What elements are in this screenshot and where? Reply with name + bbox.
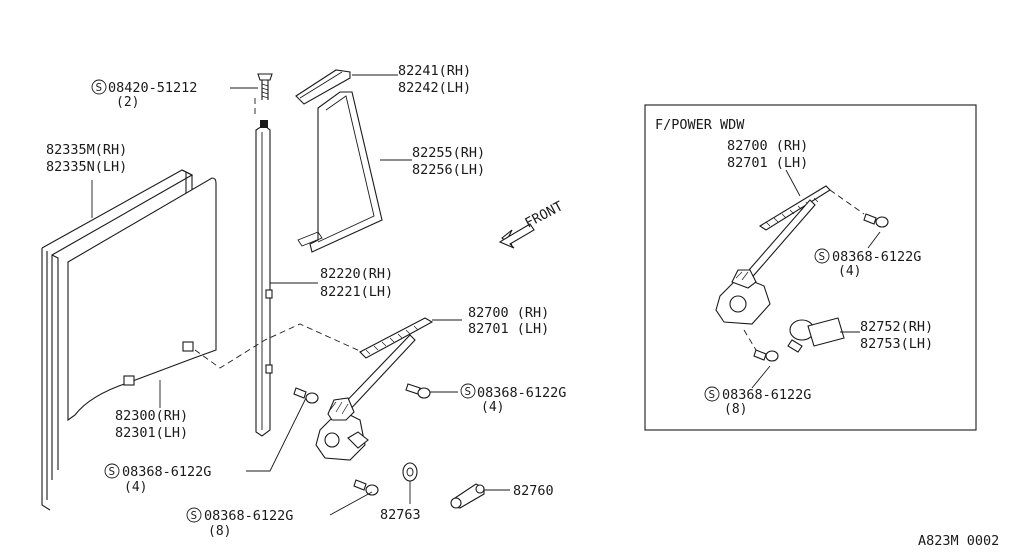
part-lh: 82335N(LH) xyxy=(46,159,127,175)
bolt-regulator-right xyxy=(405,383,431,399)
front-label: FRONT xyxy=(522,198,565,231)
callout-channel: 82220(RH) 82221(LH) xyxy=(320,266,393,300)
callout-bolt-top: S 08420-51212 (2) xyxy=(91,79,197,110)
part-lh: 82753(LH) xyxy=(860,336,933,352)
part-rh: 82255(RH) xyxy=(412,145,485,161)
callout-washer: 82763 xyxy=(380,507,421,523)
inset-title: F/POWER WDW xyxy=(655,117,745,133)
part-number: 08368-6122G xyxy=(477,385,566,401)
symbol-s: S xyxy=(96,81,103,94)
part-number: 08420-51212 xyxy=(108,80,197,96)
part-lh: 82256(LH) xyxy=(412,162,485,178)
callout-sash: 82335M(RH) 82335N(LH) xyxy=(46,142,127,175)
inset-bolt-upper xyxy=(863,213,889,228)
callout-weatherstrip: 82241(RH) 82242(LH) xyxy=(398,63,471,96)
callout-bolt-bottom: S 08368-6122G (8) xyxy=(186,507,293,539)
top-bolt xyxy=(257,73,273,100)
bolt-left xyxy=(293,387,319,404)
part-number: 82760 xyxy=(513,483,554,499)
inset-motor xyxy=(787,317,845,353)
inset-callout-regulator: 82700 (RH) 82701 (LH) xyxy=(727,138,808,171)
sheet-code: A823M 0002 xyxy=(918,533,999,549)
part-rh: 82300(RH) xyxy=(115,408,188,424)
part-rh: 82220(RH) xyxy=(320,266,393,282)
callout-bolt-left: S 08368-6122G (4) xyxy=(104,463,211,495)
power-window-inset: F/POWER WDW xyxy=(644,104,977,431)
glass-channel xyxy=(255,120,273,437)
part-number: 08368-6122G xyxy=(832,249,921,265)
callout-bolt-regulator-right: S 08368-6122G (4) xyxy=(460,383,566,415)
callout-door-glass: 82300(RH) 82301(LH) xyxy=(115,408,188,441)
inset-regulator xyxy=(715,185,831,325)
part-lh: 82242(LH) xyxy=(398,80,471,96)
part-rh: 82752(RH) xyxy=(860,319,933,335)
part-lh: 82221(LH) xyxy=(320,284,393,300)
part-lh: 82301(LH) xyxy=(115,425,188,441)
quantity: (4) xyxy=(481,400,504,415)
bolt-bottom xyxy=(353,479,379,496)
part-rh: 82335M(RH) xyxy=(46,142,127,158)
quantity: (2) xyxy=(116,95,139,110)
part-number: 08368-6122G xyxy=(122,464,211,480)
part-rh: 82700 (RH) xyxy=(468,305,549,321)
symbol-s: S xyxy=(819,250,826,263)
washer xyxy=(402,462,418,482)
fixed-quarter-glass xyxy=(297,91,383,253)
symbol-s: S xyxy=(191,509,198,522)
window-crank-handle xyxy=(450,483,485,509)
quantity: (4) xyxy=(838,264,861,279)
callout-fixed-glass: 82255(RH) 82256(LH) xyxy=(412,145,485,178)
outer-weatherstrip xyxy=(295,69,351,105)
front-arrow-icon xyxy=(498,223,535,249)
leader-lines xyxy=(91,74,510,516)
door-glass xyxy=(67,177,217,422)
part-number: 08368-6122G xyxy=(722,387,811,403)
quantity: (4) xyxy=(124,480,147,495)
quantity: (8) xyxy=(208,524,231,539)
symbol-s: S xyxy=(109,465,116,478)
quantity: (8) xyxy=(724,402,747,417)
symbol-s: S xyxy=(709,388,716,401)
part-rh: 82700 (RH) xyxy=(727,138,808,154)
inset-callout-bolt-upper: S 08368-6122G (4) xyxy=(814,248,921,279)
symbol-s: S xyxy=(465,385,472,398)
callout-regulator: 82700 (RH) 82701 (LH) xyxy=(468,305,549,337)
inset-bolt-lower xyxy=(753,349,779,362)
inset-callout-bolt-lower: S 08368-6122G (8) xyxy=(704,386,811,417)
assembly-lines xyxy=(194,98,363,369)
part-number: 08368-6122G xyxy=(204,508,293,524)
part-lh: 82701 (LH) xyxy=(727,155,808,171)
window-regulator xyxy=(315,317,434,461)
callout-handle: 82760 xyxy=(513,483,554,499)
inset-callout-motor: 82752(RH) 82753(LH) xyxy=(860,319,933,352)
part-lh: 82701 (LH) xyxy=(468,321,549,337)
part-rh: 82241(RH) xyxy=(398,63,471,79)
part-number: 82763 xyxy=(380,507,421,523)
